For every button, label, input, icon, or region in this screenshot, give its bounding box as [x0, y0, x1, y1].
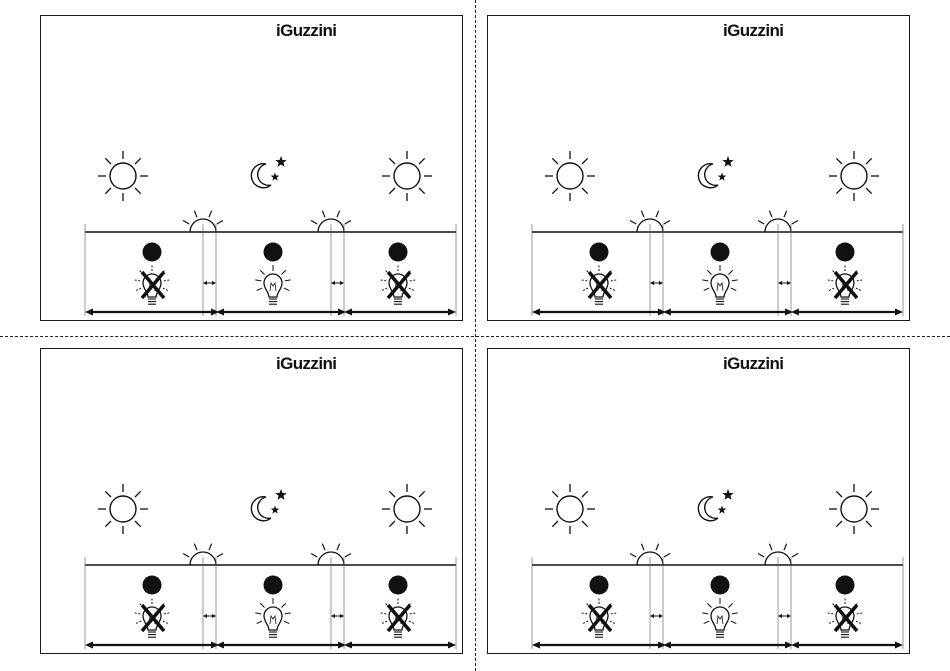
gap-arrow-icon — [650, 281, 663, 285]
star-icon — [271, 173, 280, 181]
sun-icon — [382, 151, 432, 201]
bulb-on-icon — [255, 265, 290, 304]
star-icon — [275, 489, 286, 500]
timing-diagram — [41, 16, 464, 322]
bulb-on-icon — [255, 598, 290, 637]
bulb-on-icon — [702, 598, 737, 637]
bulb-off-icon — [134, 265, 169, 304]
gap-arrow-icon — [331, 614, 344, 618]
double-arrow-icon — [216, 309, 346, 316]
label-card: iGuzzini — [487, 348, 910, 654]
indicator-dot-icon — [389, 243, 408, 262]
bulb-off-icon — [581, 265, 616, 304]
bulb-on-icon — [702, 265, 737, 304]
cut-line-horizontal — [0, 336, 950, 337]
star-icon — [722, 489, 733, 500]
gap-arrow-icon — [650, 614, 663, 618]
gap-arrow-icon — [203, 614, 216, 618]
double-arrow-icon — [344, 309, 456, 316]
sun-icon — [382, 484, 432, 534]
double-arrow-icon — [85, 309, 219, 316]
double-arrow-icon — [344, 642, 456, 649]
indicator-dot-icon — [711, 576, 730, 595]
sun-icon — [829, 151, 879, 201]
double-arrow-icon — [216, 642, 346, 649]
indicator-dot-icon — [143, 243, 162, 262]
double-arrow-icon — [663, 309, 793, 316]
star-icon — [271, 506, 280, 514]
star-icon — [718, 506, 727, 514]
double-arrow-icon — [85, 642, 219, 649]
label-card: iGuzzini — [40, 348, 463, 654]
indicator-dot-icon — [836, 243, 855, 262]
gap-arrow-icon — [778, 281, 791, 285]
bulb-off-icon — [380, 598, 415, 637]
indicator-dot-icon — [264, 576, 283, 595]
label-card: iGuzzini — [40, 15, 463, 321]
indicator-dot-icon — [836, 576, 855, 595]
moon-stars-icon — [698, 156, 733, 188]
star-icon — [275, 156, 286, 167]
timing-diagram — [488, 16, 911, 322]
sun-icon — [545, 151, 595, 201]
indicator-dot-icon — [590, 576, 609, 595]
indicator-dot-icon — [711, 243, 730, 262]
bulb-off-icon — [827, 265, 862, 304]
double-arrow-icon — [532, 309, 666, 316]
double-arrow-icon — [532, 642, 666, 649]
star-icon — [722, 156, 733, 167]
sun-icon — [545, 484, 595, 534]
label-card: iGuzzini — [487, 15, 910, 321]
indicator-dot-icon — [590, 243, 609, 262]
moon-stars-icon — [251, 489, 286, 521]
bulb-off-icon — [134, 598, 169, 637]
sun-icon — [829, 484, 879, 534]
sun-icon — [98, 484, 148, 534]
bulb-off-icon — [581, 598, 616, 637]
double-arrow-icon — [791, 642, 903, 649]
gap-arrow-icon — [778, 614, 791, 618]
sun-icon — [98, 151, 148, 201]
gap-arrow-icon — [331, 281, 344, 285]
bulb-off-icon — [827, 598, 862, 637]
indicator-dot-icon — [143, 576, 162, 595]
double-arrow-icon — [791, 309, 903, 316]
star-icon — [718, 173, 727, 181]
bulb-off-icon — [380, 265, 415, 304]
timing-diagram — [41, 349, 464, 655]
indicator-dot-icon — [264, 243, 283, 262]
moon-stars-icon — [698, 489, 733, 521]
double-arrow-icon — [663, 642, 793, 649]
indicator-dot-icon — [389, 576, 408, 595]
timing-diagram — [488, 349, 911, 655]
gap-arrow-icon — [203, 281, 216, 285]
moon-stars-icon — [251, 156, 286, 188]
